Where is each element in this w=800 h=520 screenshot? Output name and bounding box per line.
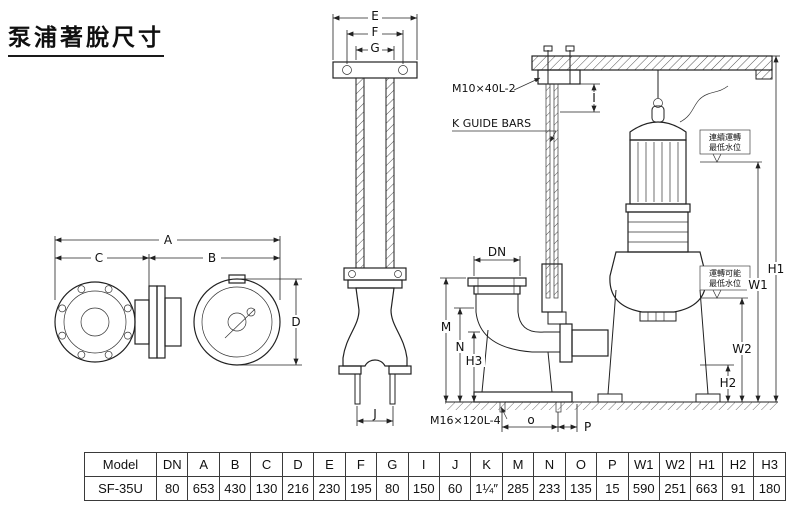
column-header: P bbox=[596, 452, 629, 477]
cell: 663 bbox=[690, 476, 723, 501]
cell: 135 bbox=[564, 476, 598, 501]
column-header: DN bbox=[155, 452, 189, 477]
dim-D: D bbox=[240, 278, 304, 366]
pump-installation-drawing: A C B D bbox=[54, 9, 787, 434]
bolt-base-label: M16×120L-4 bbox=[430, 414, 501, 427]
cell: 150 bbox=[407, 476, 440, 501]
cell: 60 bbox=[438, 476, 472, 501]
water-level-possible: 運轉可能 最低水位 bbox=[699, 265, 751, 299]
dim-W2: W2 bbox=[731, 298, 753, 402]
water-continuous-line1: 連續運轉 bbox=[709, 132, 741, 142]
dim-label-w2: W2 bbox=[732, 342, 752, 356]
dim-N: N bbox=[452, 307, 474, 402]
cell: 590 bbox=[627, 476, 661, 501]
water-level-continuous: 連續運轉 最低水位 bbox=[699, 129, 762, 163]
dim-label-h3: H3 bbox=[466, 354, 483, 368]
column-header: M bbox=[501, 452, 535, 477]
dim-label-m: M bbox=[441, 320, 451, 334]
cell: 285 bbox=[501, 476, 535, 501]
cell: 216 bbox=[281, 476, 315, 501]
dim-label-h2: H2 bbox=[720, 376, 737, 390]
column-header: J bbox=[438, 452, 472, 477]
column-header: W2 bbox=[658, 452, 692, 477]
table-row: SF-35U 80 653 430 130 216 230 195 80 150… bbox=[84, 476, 786, 501]
cell: 80 bbox=[376, 476, 409, 501]
dim-label-n: N bbox=[456, 340, 465, 354]
cell: 91 bbox=[721, 476, 755, 501]
dim-label-f: F bbox=[372, 25, 379, 39]
dim-label-g: G bbox=[370, 41, 379, 55]
side-view-discharge-connector: A C B D bbox=[54, 233, 304, 366]
note-bolt-base: M16×120L-4 bbox=[430, 406, 508, 427]
dimension-table: Model DN A B C D E F G I J K M N O P W1 … bbox=[84, 452, 786, 501]
column-header: B bbox=[218, 452, 252, 477]
installation-view: M10×40L-2 I K GUIDE BARS bbox=[430, 45, 787, 434]
column-header: H1 bbox=[690, 452, 723, 477]
dim-M: M bbox=[438, 277, 466, 402]
cell: 130 bbox=[250, 476, 283, 501]
column-header: H2 bbox=[721, 452, 755, 477]
column-header: C bbox=[250, 452, 283, 477]
water-possible-line2: 最低水位 bbox=[709, 278, 741, 288]
column-header: W1 bbox=[627, 452, 661, 477]
column-header: A bbox=[187, 452, 220, 477]
model-cell: SF-35U bbox=[84, 476, 157, 501]
dim-o-P: o P bbox=[501, 404, 591, 434]
column-header: O bbox=[564, 452, 598, 477]
column-header: H3 bbox=[753, 452, 786, 477]
dim-label-b: B bbox=[208, 251, 216, 265]
note-bolt-top: M10×40L-2 bbox=[452, 77, 541, 95]
dim-E: E bbox=[332, 9, 418, 60]
dim-G: G bbox=[355, 41, 395, 60]
column-header: N bbox=[533, 452, 566, 477]
column-header: D bbox=[281, 452, 315, 477]
dim-label-d: D bbox=[291, 315, 300, 329]
dim-H2: H2 bbox=[700, 364, 739, 402]
dim-label-a: A bbox=[164, 233, 173, 247]
guide-bars-label: K GUIDE BARS bbox=[452, 117, 531, 130]
cell: 230 bbox=[313, 476, 346, 501]
dim-J: J bbox=[356, 406, 394, 426]
note-guide-bars: K GUIDE BARS bbox=[452, 117, 557, 143]
cell: 80 bbox=[155, 476, 189, 501]
column-header: G bbox=[376, 452, 409, 477]
page-title: 泵浦著脫尺寸 bbox=[8, 18, 164, 57]
bolt-top-label: M10×40L-2 bbox=[452, 82, 516, 95]
dim-F: F bbox=[346, 25, 404, 64]
front-view-guide-assembly: E F G bbox=[332, 9, 418, 426]
dim-label-o: o bbox=[527, 413, 534, 427]
cell: 251 bbox=[658, 476, 692, 501]
cell: 233 bbox=[533, 476, 566, 501]
column-header: E bbox=[313, 452, 346, 477]
cell: 653 bbox=[187, 476, 220, 501]
cell: 430 bbox=[218, 476, 252, 501]
dim-label-e: E bbox=[371, 9, 379, 23]
dim-label-j: J bbox=[372, 407, 377, 421]
discharge-elbow bbox=[467, 277, 609, 403]
cell: 195 bbox=[344, 476, 378, 501]
dim-C-B: C B bbox=[55, 251, 280, 286]
dim-I: I bbox=[560, 83, 601, 113]
water-continuous-line2: 最低水位 bbox=[709, 142, 741, 152]
dim-label-w1: W1 bbox=[748, 278, 768, 292]
water-possible-line1: 運轉可能 bbox=[709, 268, 741, 278]
dim-label-p: P bbox=[584, 420, 591, 434]
dim-label-dn: DN bbox=[488, 245, 506, 259]
dim-H3: H3 bbox=[463, 331, 485, 402]
cell: 15 bbox=[596, 476, 629, 501]
column-header: K bbox=[470, 452, 503, 477]
cell: 180 bbox=[753, 476, 786, 501]
dim-H1: H1 bbox=[765, 55, 787, 402]
dim-DN: DN bbox=[473, 245, 521, 276]
dim-A: A bbox=[54, 233, 281, 300]
column-header: I bbox=[407, 452, 440, 477]
cell: 1¼″ bbox=[470, 476, 503, 501]
dim-label-c: C bbox=[95, 251, 103, 265]
table-header-row: Model DN A B C D E F G I J K M N O P W1 … bbox=[84, 452, 786, 477]
column-header: Model bbox=[84, 452, 157, 477]
dim-label-h1: H1 bbox=[768, 262, 785, 276]
dim-W1: W1 bbox=[747, 162, 769, 402]
dim-label-i: I bbox=[592, 91, 596, 105]
column-header: F bbox=[344, 452, 378, 477]
